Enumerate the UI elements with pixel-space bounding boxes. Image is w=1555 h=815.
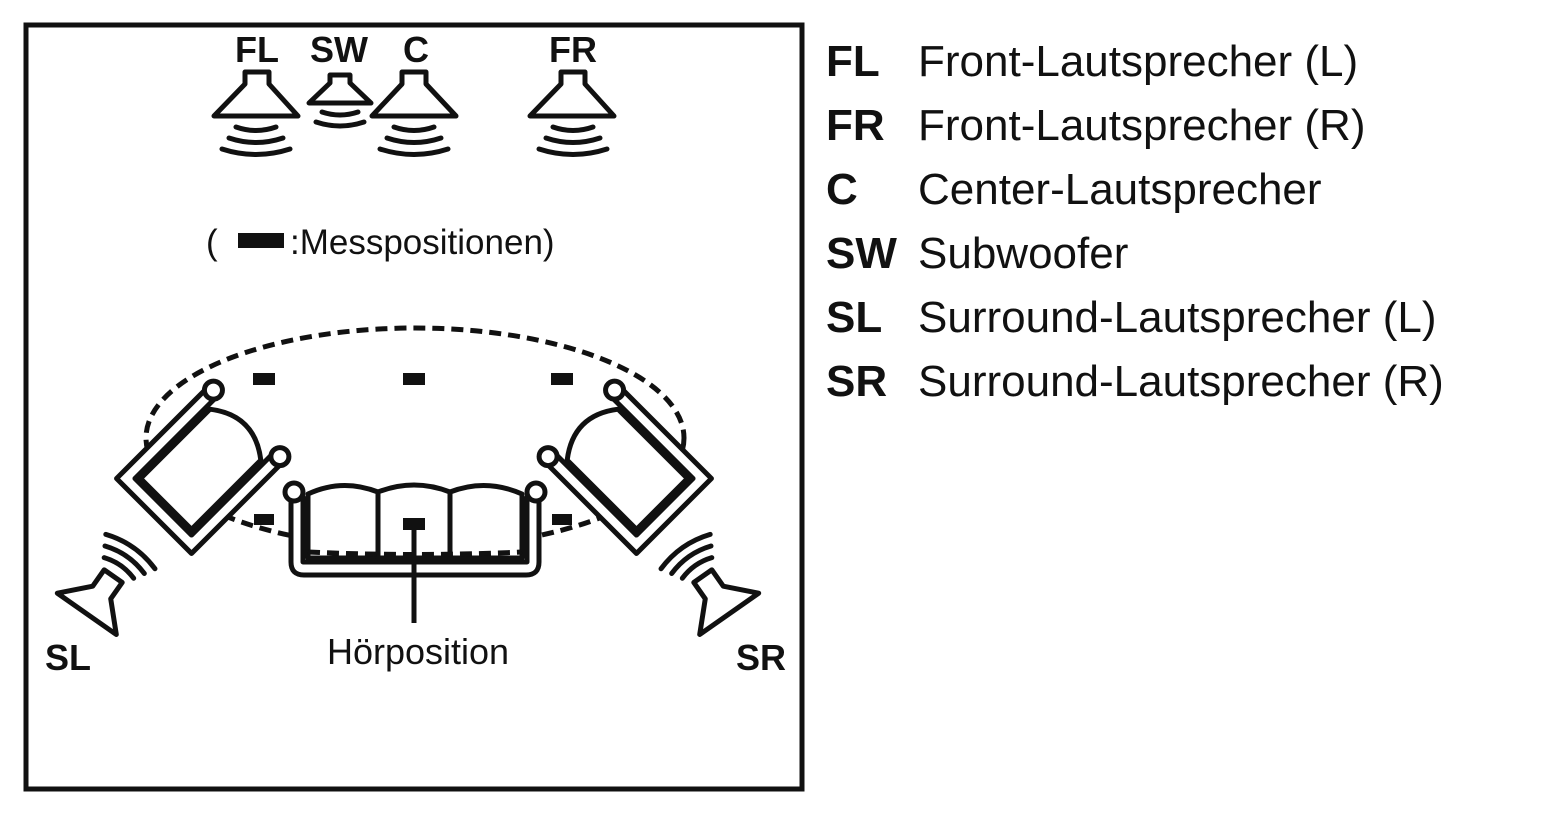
label-sw: SW xyxy=(310,29,368,70)
speaker-legend: FL Front-Lautsprecher (L) FR Front-Lauts… xyxy=(826,30,1444,414)
label-fr: FR xyxy=(549,29,597,70)
legend-desc: Surround-Lautsprecher (R) xyxy=(918,357,1444,406)
note-open-paren: ( xyxy=(206,223,218,262)
legend-item: C Center-Lautsprecher xyxy=(826,158,1444,222)
legend-abbr: SR xyxy=(826,357,888,406)
surround-right-speaker-icon xyxy=(658,531,762,637)
right-armchair xyxy=(536,378,714,556)
label-c: C xyxy=(403,29,429,70)
legend-abbr: SL xyxy=(826,293,883,342)
legend-abbr: SW xyxy=(826,229,897,278)
center-speaker-icon xyxy=(369,69,459,157)
legend-desc: Center-Lautsprecher xyxy=(918,165,1322,214)
legend-abbr: FR xyxy=(826,101,885,150)
measurement-area-front xyxy=(307,549,523,557)
legend-abbr: FL xyxy=(826,37,880,86)
legend-desc: Front-Lautsprecher (R) xyxy=(918,101,1366,150)
surround-left-speaker-icon xyxy=(54,531,158,637)
measurement-marker-icon xyxy=(238,233,284,248)
legend-item: FL Front-Lautsprecher (L) xyxy=(826,30,1444,94)
note-text: :Messpositionen) xyxy=(290,223,555,262)
sofa xyxy=(282,480,548,578)
room-frame xyxy=(23,22,805,792)
legend-item: SL Surround-Lautsprecher (L) xyxy=(826,286,1444,350)
measurement-positions xyxy=(253,373,573,530)
legend-item: FR Front-Lautsprecher (R) xyxy=(826,94,1444,158)
left-armchair xyxy=(114,378,292,556)
label-fl: FL xyxy=(235,29,279,70)
label-sl: SL xyxy=(45,637,91,678)
legend-desc: Surround-Lautsprecher (L) xyxy=(918,293,1437,342)
front-left-speaker-icon xyxy=(211,69,301,157)
legend-item: SR Surround-Lautsprecher (R) xyxy=(826,350,1444,414)
legend-desc: Front-Lautsprecher (L) xyxy=(918,37,1359,86)
legend-item: SW Subwoofer xyxy=(826,222,1444,286)
front-right-speaker-icon xyxy=(527,69,617,157)
subwoofer-icon xyxy=(306,72,374,129)
listening-position-marker xyxy=(403,518,425,530)
legend-abbr: C xyxy=(826,165,858,214)
legend-desc: Subwoofer xyxy=(918,229,1129,278)
label-sr: SR xyxy=(736,637,786,678)
room-diagram: FL SW C FR ( :Messpositionen) xyxy=(23,22,805,792)
listening-position-label: Hörposition xyxy=(327,631,509,672)
